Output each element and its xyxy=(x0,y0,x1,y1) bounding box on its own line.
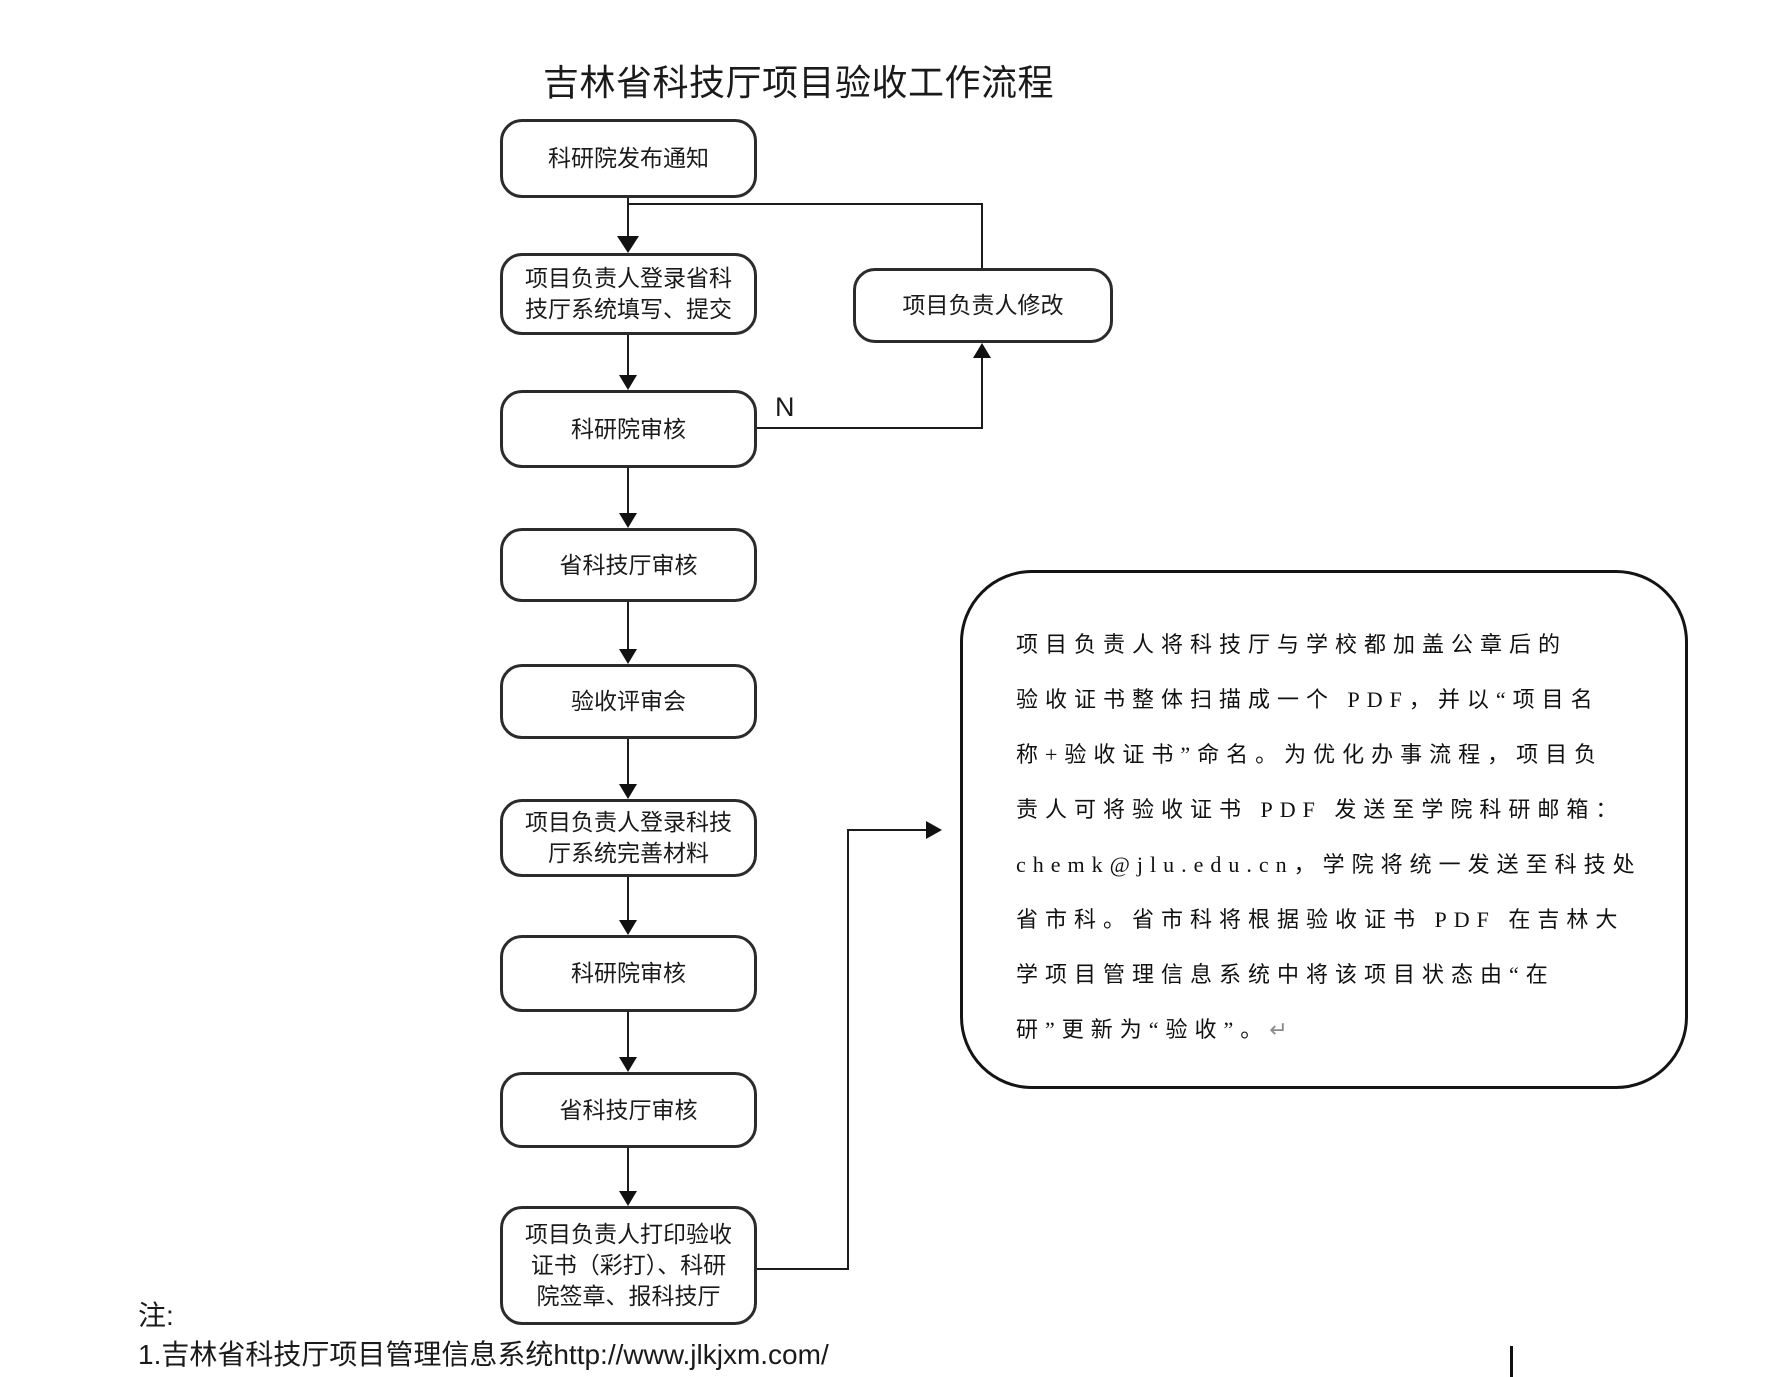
callout-line: 责人可将验收证书 PDF 发送至学院科研邮箱： xyxy=(1016,797,1625,822)
arrowhead-dept2-to-print xyxy=(619,1191,637,1206)
flow-node-acceptance-meeting: 验收评审会 xyxy=(500,664,757,739)
branch-no-label: N xyxy=(775,392,795,422)
arrowhead-notice-to-fill xyxy=(617,236,639,253)
flow-node-revise: 项目负责人修改 xyxy=(853,268,1113,343)
arrowhead-dept1-to-meeting xyxy=(619,649,637,664)
arrowhead-review1-to-dept1 xyxy=(619,513,637,528)
flow-node-publish-notice: 科研院发布通知 xyxy=(500,119,757,198)
branch-n-line-vertical xyxy=(981,356,983,429)
callout-line: 称+验收证书”命名。为优化办事流程，项目负 xyxy=(1016,742,1604,767)
print-to-callout-line-bottom xyxy=(757,1268,849,1270)
arrow-line-meeting-to-complete xyxy=(627,739,629,785)
paragraph-return-mark: ↵ xyxy=(1269,1018,1288,1043)
arrowhead-into-callout xyxy=(926,821,942,839)
print-to-callout-line-vertical xyxy=(847,829,849,1270)
text-cursor-mark xyxy=(1510,1346,1513,1377)
branch-n-line-horizontal xyxy=(757,427,983,429)
arrow-line-notice-to-fill xyxy=(627,198,629,238)
arrowhead-meeting-to-complete xyxy=(619,784,637,799)
callout-line: 省市科。省市科将根据验收证书 PDF 在吉林大 xyxy=(1016,907,1625,932)
callout-line: 项目负责人将科技厅与学校都加盖公章后的 xyxy=(1016,632,1568,657)
arrow-line-dept2-to-print xyxy=(627,1148,629,1192)
flow-node-institute-review-1: 科研院审核 xyxy=(500,390,757,468)
flow-node-login-fill-submit: 项目负责人登录省科 技厅系统填写、提交 xyxy=(500,253,757,335)
callout-box: 项目负责人将科技厅与学校都加盖公章后的 验收证书整体扫描成一个 PDF，并以“项… xyxy=(960,570,1688,1089)
flow-node-print-certificate: 项目负责人打印验收 证书（彩打）、科研 院签章、报科技厅 xyxy=(500,1206,757,1325)
arrow-line-review1-to-dept1 xyxy=(627,468,629,514)
print-to-callout-line-top xyxy=(847,829,927,831)
flow-node-department-review-1: 省科技厅审核 xyxy=(500,528,757,602)
arrow-line-dept1-to-meeting xyxy=(627,602,629,650)
arrow-line-fill-to-review1 xyxy=(627,335,629,377)
flow-node-department-review-2: 省科技厅审核 xyxy=(500,1072,757,1148)
arrowhead-n-to-revise xyxy=(973,343,991,358)
flow-node-institute-review-2: 科研院审核 xyxy=(500,935,757,1012)
feedback-return-line-horizontal xyxy=(627,203,983,205)
arrowhead-fill-to-review1 xyxy=(619,375,637,390)
callout-line: 验收证书整体扫描成一个 PDF，并以“项目名 xyxy=(1016,687,1600,712)
arrow-line-review2-to-dept2 xyxy=(627,1012,629,1058)
flow-node-login-complete-materials: 项目负责人登录科技 厅系统完善材料 xyxy=(500,799,757,877)
note-heading: 注: xyxy=(138,1300,174,1331)
note-item-system-url: 1.吉林省科技厅项目管理信息系统http://www.jlkjxm.com/ xyxy=(138,1339,829,1370)
callout-line: 学项目管理信息系统中将该项目状态由“在 xyxy=(1016,962,1555,987)
callout-line-text: 研”更新为“验收”。 xyxy=(1016,1017,1270,1042)
callout-last-line: 研”更新为“验收”。↵ xyxy=(1016,1002,1645,1058)
arrowhead-complete-to-review2 xyxy=(619,920,637,935)
callout-line: chemk@jlu.edu.cn，学院将统一发送至科技处 xyxy=(1016,852,1642,877)
arrow-line-complete-to-review2 xyxy=(627,877,629,921)
arrowhead-review2-to-dept2 xyxy=(619,1057,637,1072)
page-title: 吉林省科技厅项目验收工作流程 xyxy=(543,62,1055,103)
feedback-return-line-vertical xyxy=(981,203,983,268)
